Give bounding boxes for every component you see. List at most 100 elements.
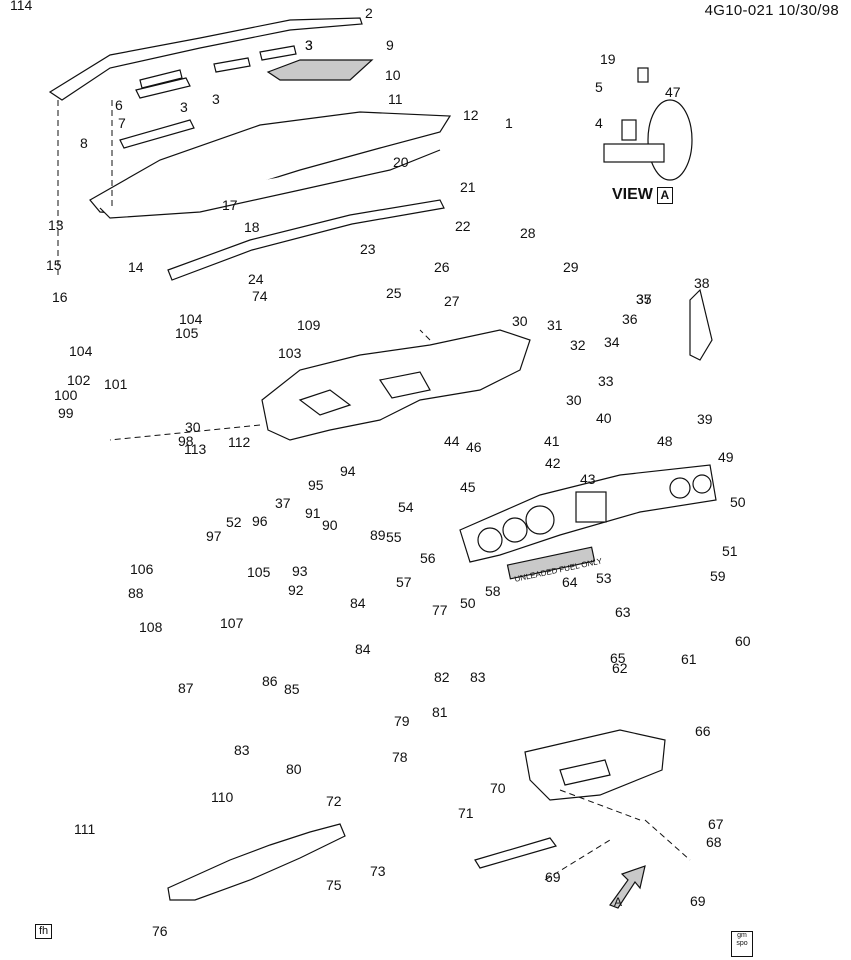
upper-trim-pad <box>48 17 363 101</box>
callout-104: 104 <box>179 311 203 327</box>
callout-61: 61 <box>681 651 697 667</box>
callout-76: 76 <box>152 923 168 939</box>
knee-bolster <box>167 823 346 901</box>
pad-lower-strip <box>167 199 445 281</box>
callout-14: 14 <box>128 259 144 275</box>
glove-box <box>524 729 666 801</box>
callout-13: 13 <box>48 217 64 233</box>
callout-105: 105 <box>175 325 199 341</box>
callout-90: 90 <box>322 517 338 533</box>
callout-108: 108 <box>139 619 163 635</box>
callout-100: 100 <box>54 387 78 403</box>
callout-56: 56 <box>420 550 436 566</box>
callout-53: 53 <box>596 570 612 586</box>
callout-81: 81 <box>432 704 448 720</box>
callout-9: 9 <box>386 37 394 53</box>
callout-32: 32 <box>570 337 586 353</box>
callout-51: 51 <box>722 543 738 559</box>
callout-95: 95 <box>308 477 324 493</box>
callout-109: 109 <box>297 317 321 333</box>
callout-106: 106 <box>130 561 154 577</box>
callout-74: 74 <box>252 288 268 304</box>
callout-75: 75 <box>326 877 342 893</box>
callout-43: 43 <box>580 471 596 487</box>
callout-105: 105 <box>247 564 271 580</box>
callout-111: 111 <box>74 821 95 837</box>
callout-44: 44 <box>444 433 460 449</box>
callout-1: 1 <box>505 115 513 131</box>
callout-99: 99 <box>58 405 74 421</box>
callout-3: 3 <box>180 99 188 115</box>
callout-104: 104 <box>69 343 93 359</box>
callout-36: 36 <box>622 311 638 327</box>
callout-3: 3 <box>305 37 313 53</box>
callout-31: 31 <box>547 317 563 333</box>
callout-57: 57 <box>396 574 412 590</box>
arrow-letter: A <box>614 895 622 909</box>
callout-83: 83 <box>470 669 486 685</box>
callout-37: 37 <box>636 291 652 307</box>
callout-92: 92 <box>288 582 304 598</box>
callout-37: 37 <box>275 495 291 511</box>
callout-48: 48 <box>657 433 673 449</box>
callout-15: 15 <box>46 257 62 273</box>
callout-101: 101 <box>104 376 128 392</box>
logo-line2: spo <box>736 940 748 947</box>
callout-50: 50 <box>730 494 746 510</box>
callout-40: 40 <box>596 410 612 426</box>
callout-112: 112 <box>228 434 251 450</box>
callout-35: 35 <box>636 291 652 307</box>
callout-69: 69 <box>690 893 706 909</box>
defroster-grille <box>266 59 374 81</box>
logo-line1: gm <box>737 932 747 939</box>
callout-103: 103 <box>278 345 302 361</box>
callout-8: 8 <box>80 135 88 151</box>
callout-86: 86 <box>262 673 278 689</box>
cluster-bezel <box>459 464 717 563</box>
callout-47: 47 <box>665 84 681 100</box>
view-label-text: VIEW <box>612 186 653 203</box>
callout-65: 65 <box>610 650 626 666</box>
callout-89: 89 <box>370 527 386 543</box>
callout-58: 58 <box>485 583 501 599</box>
callout-54: 54 <box>398 499 414 515</box>
callout-20: 20 <box>393 154 409 170</box>
callout-79: 79 <box>394 713 410 729</box>
callout-41: 41 <box>544 433 560 449</box>
callout-49: 49 <box>718 449 734 465</box>
callout-78: 78 <box>392 749 408 765</box>
callout-59: 59 <box>710 568 726 584</box>
callout-11: 11 <box>388 91 403 107</box>
callout-67: 67 <box>708 816 724 832</box>
callout-55: 55 <box>386 529 402 545</box>
callout-114: 114 <box>10 0 33 13</box>
vent-grille <box>119 119 195 149</box>
callout-33: 33 <box>598 373 614 389</box>
fuel-decal <box>506 546 596 580</box>
callout-38: 38 <box>694 275 710 291</box>
callout-39: 39 <box>697 411 713 427</box>
callout-30: 30 <box>566 392 582 408</box>
callout-24: 24 <box>248 271 264 287</box>
callout-3: 3 <box>305 37 313 53</box>
callout-97: 97 <box>206 528 222 544</box>
callout-72: 72 <box>326 793 342 809</box>
callout-82: 82 <box>434 669 450 685</box>
callout-23: 23 <box>360 241 376 257</box>
callout-77: 77 <box>432 602 448 618</box>
view-letter-box: A <box>656 187 673 204</box>
callout-68: 68 <box>706 834 722 850</box>
callout-10: 10 <box>385 67 401 83</box>
callout-21: 21 <box>460 179 476 195</box>
callout-22: 22 <box>455 218 471 234</box>
callout-96: 96 <box>252 513 268 529</box>
gm-spo-logo: gm spo <box>731 931 753 957</box>
callout-64: 64 <box>562 574 578 590</box>
callout-12: 12 <box>463 107 479 123</box>
callout-84: 84 <box>355 641 371 657</box>
callout-93: 93 <box>292 563 308 579</box>
diagram-code-date: 4G10-021 10/30/98 <box>704 2 839 19</box>
view-a-assembly <box>603 67 693 181</box>
